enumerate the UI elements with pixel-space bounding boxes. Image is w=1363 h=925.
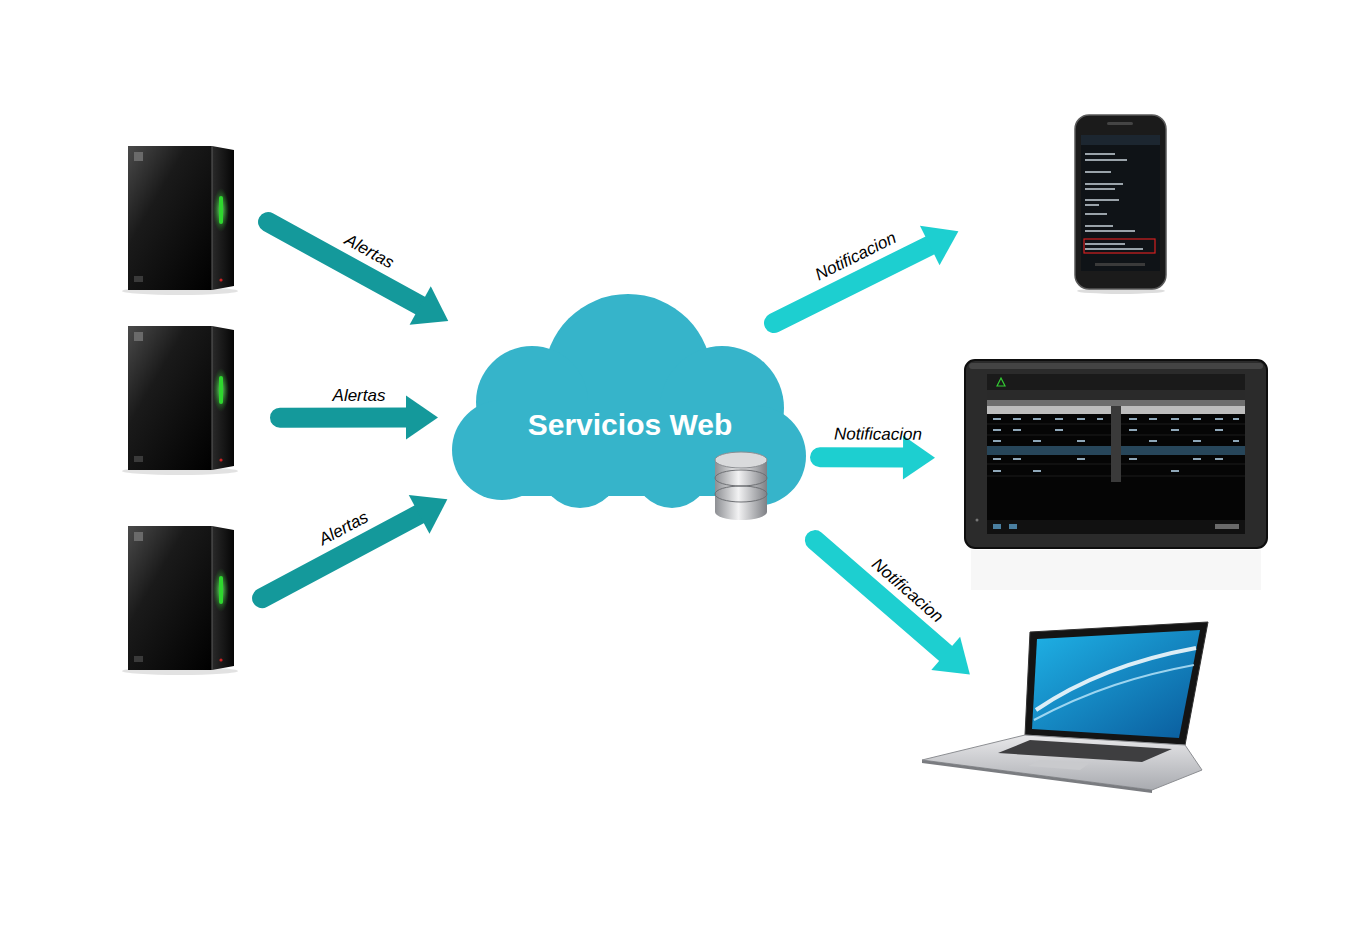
arrow-connector bbox=[268, 222, 448, 325]
tablet-illustration bbox=[965, 360, 1267, 590]
arrow-connector bbox=[815, 540, 970, 674]
laptop-illustration bbox=[922, 622, 1208, 793]
arrow-head bbox=[410, 286, 449, 325]
edge-label: Alertas bbox=[317, 509, 372, 550]
smartphone-illustration bbox=[1075, 115, 1166, 294]
server-tower bbox=[120, 140, 240, 295]
edge-label: Notificacion bbox=[813, 229, 900, 285]
arrow-head bbox=[920, 226, 958, 265]
server-illustration bbox=[122, 326, 238, 475]
smartphone bbox=[1073, 113, 1168, 293]
arrow-head bbox=[931, 637, 970, 675]
server-tower bbox=[120, 520, 240, 675]
arrow-head bbox=[406, 396, 438, 440]
arrow-shaft bbox=[268, 222, 422, 306]
edge-label: Notificacion bbox=[834, 426, 922, 445]
server-illustration bbox=[122, 146, 238, 295]
edge-label: Alertas bbox=[341, 231, 396, 273]
arrow-connector bbox=[774, 226, 958, 323]
server-tower bbox=[120, 320, 240, 475]
edge-label: Notificacion bbox=[867, 555, 946, 627]
server-illustration bbox=[122, 526, 238, 675]
arrow-connector bbox=[262, 495, 447, 598]
node-title: Servicios Web bbox=[528, 408, 733, 442]
arrow-shaft bbox=[820, 447, 905, 467]
edge-label: Alertas bbox=[333, 386, 386, 405]
arrow-shaft bbox=[815, 540, 947, 655]
arrow-head bbox=[409, 495, 448, 534]
database-icon bbox=[711, 450, 771, 522]
arrow-shaft bbox=[280, 408, 408, 428]
laptop bbox=[920, 620, 1210, 790]
tablet bbox=[965, 360, 1267, 548]
